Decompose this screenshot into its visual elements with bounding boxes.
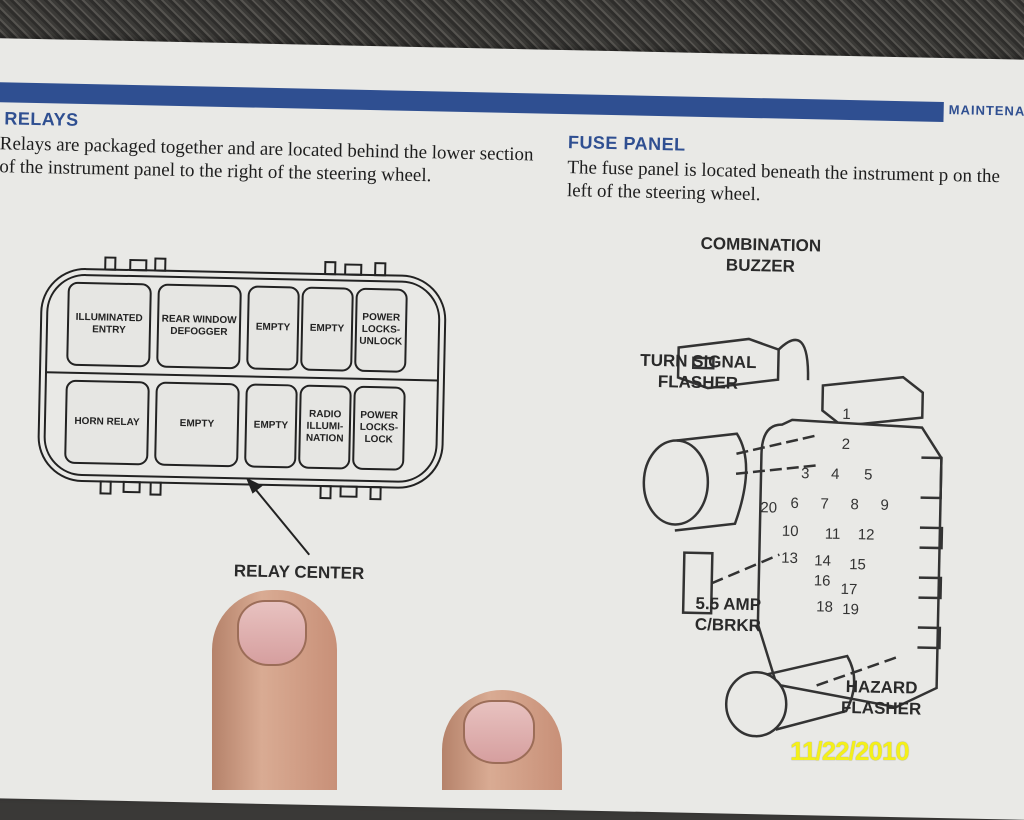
- fuse-number: 6: [790, 494, 799, 513]
- fuse-number: 11: [824, 525, 841, 543]
- turn-signal-flasher-label: TURN SIGNAL FLASHER: [640, 350, 757, 393]
- relay-slot: EMPTY: [154, 381, 240, 468]
- hazard-flasher-label: HAZARD FLASHER: [840, 677, 922, 719]
- relay-center-outline: [37, 256, 447, 501]
- relay-slot: EMPTY: [246, 285, 300, 371]
- relay-slot: POWER LOCKS- LOCK: [352, 385, 406, 471]
- relay-slot: HORN RELAY: [64, 379, 150, 466]
- relay-slot: ILLUMINATED ENTRY: [66, 281, 152, 368]
- fuse-number: 15: [848, 556, 867, 574]
- fingernail: [463, 700, 535, 764]
- fuse-number: 19: [842, 600, 860, 619]
- relay-slot: EMPTY: [244, 383, 298, 469]
- relay-slot: REAR WINDOW DEFOGGER: [156, 283, 242, 370]
- fuse-number: 5: [863, 466, 873, 484]
- fuse-panel-text: The fuse panel is located beneath the in…: [566, 157, 1001, 206]
- circuit-breaker-label: 5.5 AMP C/BRKR: [694, 593, 762, 636]
- fuse-number: 8: [850, 496, 859, 514]
- fuse-number: 20: [760, 499, 778, 517]
- relay-slot: POWER LOCKS- UNLOCK: [354, 287, 408, 373]
- relays-heading: RELAYS: [4, 108, 79, 130]
- fuse-number: 4: [830, 465, 840, 483]
- fuse-number: 3: [800, 465, 810, 483]
- fuse-number: 12: [857, 526, 875, 544]
- fuse-number: 16: [813, 572, 831, 590]
- date-stamp: 11/22/2010: [790, 736, 910, 766]
- fuse-number: 13: [781, 549, 799, 568]
- relays-text: Relays are packaged together and are loc…: [0, 133, 534, 187]
- fingernail: [237, 600, 307, 666]
- fuse-number: 2: [841, 435, 851, 454]
- combination-buzzer-label: COMBINATION BUZZER: [700, 233, 822, 276]
- manual-page: MAINTENA RELAYS Relays are packaged toge…: [0, 38, 1024, 820]
- fuse-panel-heading: FUSE PANEL: [567, 132, 686, 155]
- relay-slot: RADIO ILLUMI- NATION: [298, 384, 352, 470]
- header-rule: [0, 81, 944, 122]
- fuse-number: 14: [814, 552, 832, 570]
- relay-slot: EMPTY: [300, 286, 354, 372]
- fuse-number: 18: [816, 598, 834, 616]
- section-header: MAINTENA: [948, 102, 1024, 119]
- fuse-number: 10: [781, 522, 799, 541]
- fuse-number: 7: [820, 495, 829, 513]
- callout-arrow: [245, 477, 311, 556]
- fuse-number: 9: [880, 496, 889, 514]
- fuse-panel-diagram: [642, 337, 944, 738]
- fuse-number: 1: [842, 405, 851, 424]
- fuse-number: 17: [840, 580, 858, 599]
